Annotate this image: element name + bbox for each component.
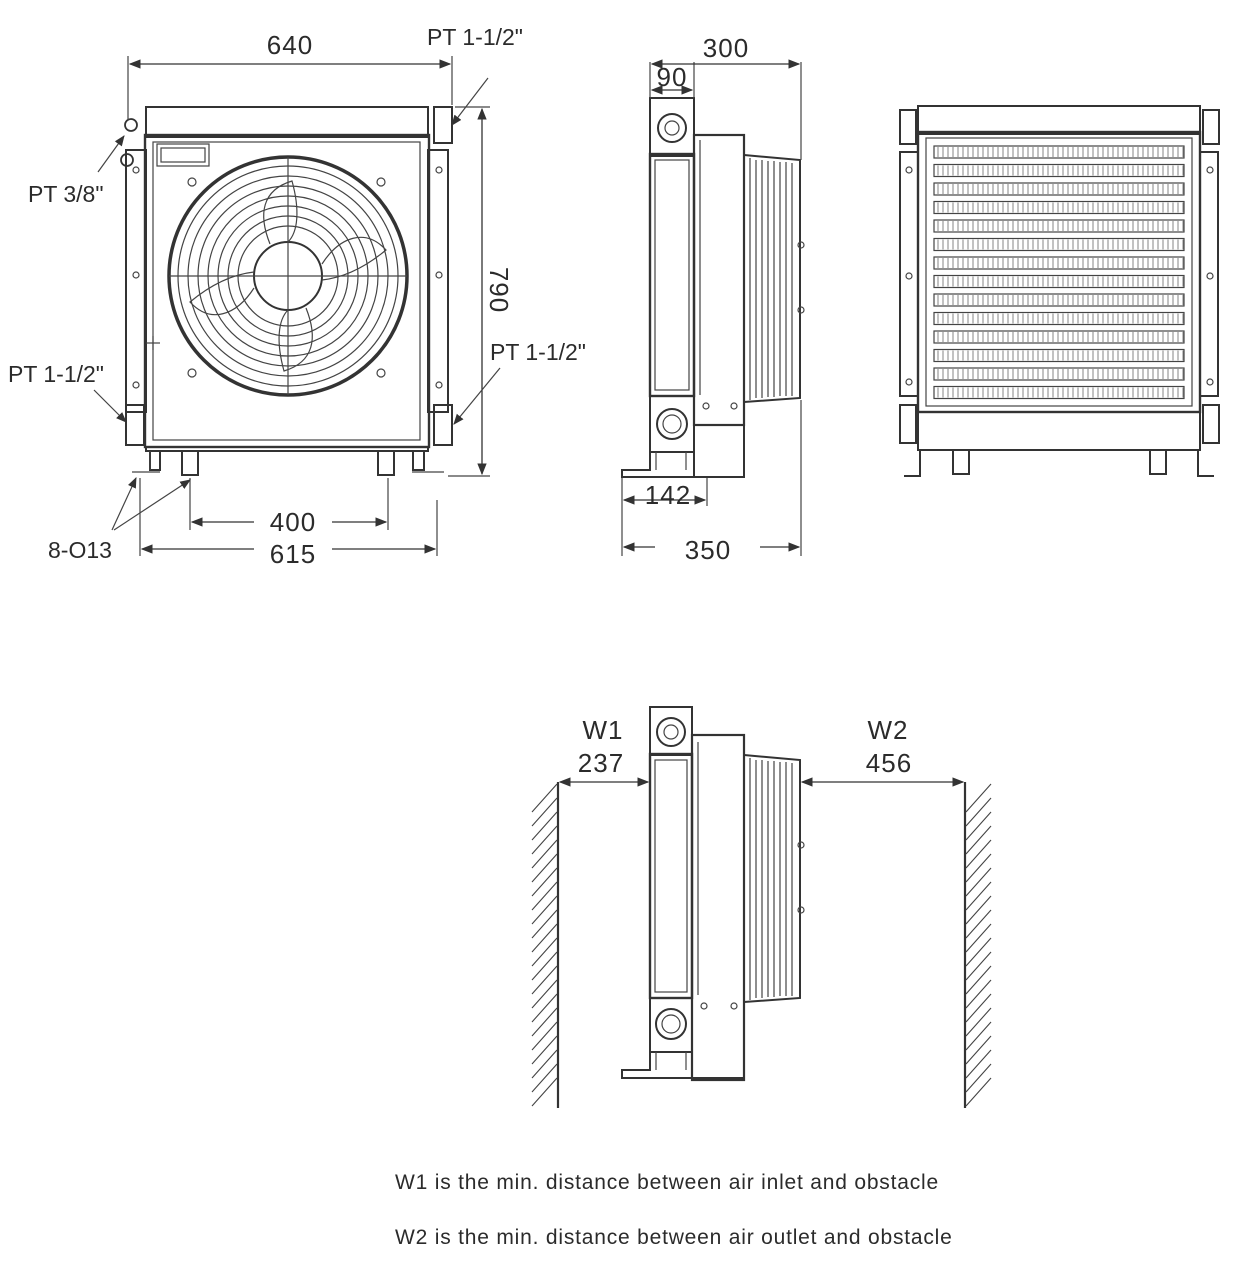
- hatch-line: [965, 951, 992, 981]
- hatch-line: [965, 825, 992, 855]
- w2-value: 456: [866, 748, 912, 778]
- mount-holes-label: 8-O13: [48, 537, 112, 563]
- port-small-left-label: PT 3/8": [28, 181, 104, 207]
- hatch-line: [965, 993, 992, 1023]
- hatch-line: [531, 783, 558, 813]
- fin-row: [933, 182, 1185, 196]
- hatch-line: [531, 825, 558, 855]
- back-fins: [933, 145, 1185, 400]
- hatch-line: [965, 811, 992, 841]
- hatch-line: [531, 839, 558, 869]
- hatch-line: [965, 881, 992, 911]
- fin-row: [933, 274, 1185, 289]
- fin-row: [933, 219, 1185, 233]
- fin-row: [933, 348, 1185, 363]
- fin-row: [933, 237, 1185, 252]
- hatch-line: [965, 895, 992, 925]
- hatch-line: [965, 1077, 992, 1107]
- dim-640-label: 640: [267, 30, 313, 60]
- hatch-line: [965, 797, 992, 827]
- dim-300-label: 300: [703, 33, 749, 63]
- hatch-line: [965, 1063, 992, 1093]
- port-bottom-right-label: PT 1-1/2": [490, 339, 586, 365]
- hatch-line: [531, 1007, 558, 1037]
- hatch-line: [531, 993, 558, 1023]
- hatch-line: [965, 909, 992, 939]
- hatch-line: [531, 1021, 558, 1051]
- w2-note: W2 is the min. distance between air outl…: [395, 1226, 953, 1249]
- front-dimensions: 640 790 400 615 PT 1-1/2" PT 3/8" PT 1-1…: [8, 24, 586, 569]
- dim-790-label: 790: [484, 267, 514, 313]
- fin-row: [933, 330, 1185, 344]
- hatch-line: [531, 1063, 558, 1093]
- hatch-line: [531, 909, 558, 939]
- fin-row: [933, 385, 1185, 400]
- fin-row: [933, 145, 1185, 159]
- fin-row: [933, 163, 1185, 178]
- hatch-line: [965, 1049, 992, 1079]
- hatch-line: [531, 923, 558, 953]
- hatch-line: [965, 937, 992, 967]
- hatch-line: [965, 965, 992, 995]
- hatch-line: [965, 867, 992, 897]
- hatch-line: [531, 881, 558, 911]
- hatch-line: [531, 937, 558, 967]
- fin-row: [933, 293, 1185, 307]
- hatch-line: [531, 1077, 558, 1107]
- hatch-line: [531, 797, 558, 827]
- hatch-line: [965, 1035, 992, 1065]
- hatch-line: [531, 853, 558, 883]
- fin-row: [933, 256, 1185, 270]
- hatch-line: [531, 951, 558, 981]
- clearance-view: W1 237 W2 456: [531, 706, 992, 1108]
- hatch-line: [965, 783, 992, 813]
- side-view: [621, 97, 805, 478]
- side-dimensions: 300 90 142 350: [621, 33, 802, 565]
- hatch-line: [531, 811, 558, 841]
- dim-350-label: 350: [685, 535, 731, 565]
- hatch-line: [531, 895, 558, 925]
- fin-row: [933, 367, 1185, 381]
- hatch-line: [965, 1021, 992, 1051]
- w2-label: W2: [868, 715, 909, 745]
- hatch-line: [965, 853, 992, 883]
- dim-400-label: 400: [270, 507, 316, 537]
- hatch-line: [531, 1049, 558, 1079]
- hatch-line: [531, 965, 558, 995]
- w1-value: 237: [578, 748, 624, 778]
- w1-note: W1 is the min. distance between air inle…: [395, 1171, 939, 1194]
- hatch-line: [965, 979, 992, 1009]
- port-top-right-label: PT 1-1/2": [427, 24, 523, 50]
- dim-142-label: 142: [645, 480, 691, 510]
- hatch-line: [965, 1007, 992, 1037]
- hatch-line: [531, 1035, 558, 1065]
- hatch-line: [531, 867, 558, 897]
- hatch-line: [965, 839, 992, 869]
- hatch-line: [965, 923, 992, 953]
- port-bottom-left-label: PT 1-1/2": [8, 361, 104, 387]
- left-wall-hatch: [531, 783, 558, 1107]
- fin-row: [933, 200, 1185, 215]
- fin-row: [933, 311, 1185, 326]
- w1-label: W1: [583, 715, 624, 745]
- hatch-line: [531, 979, 558, 1009]
- dim-615-label: 615: [270, 539, 316, 569]
- right-wall-hatch: [965, 783, 992, 1107]
- front-view: [120, 106, 453, 476]
- dim-90-label: 90: [657, 62, 688, 92]
- back-view: [899, 105, 1220, 477]
